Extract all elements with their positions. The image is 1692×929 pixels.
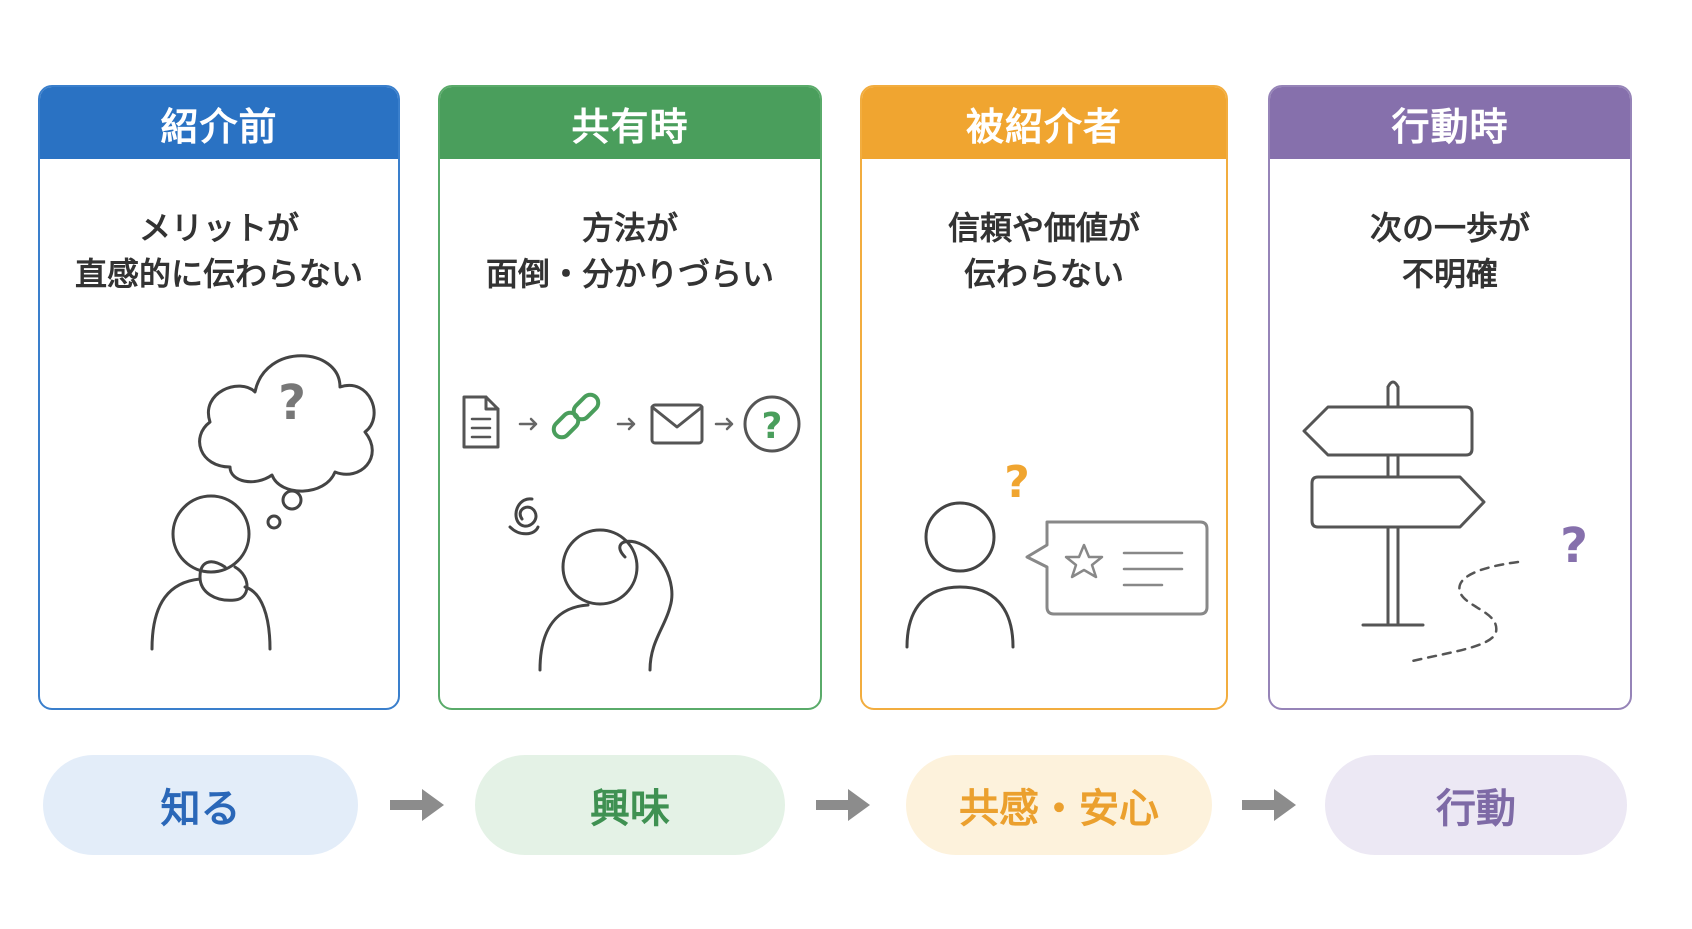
signpost-icon: ?: [1302, 380, 1588, 664]
share-flow-illustration: ?: [462, 392, 801, 672]
confused-person-icon: [508, 497, 674, 672]
flow-arrow-icon: [390, 789, 444, 821]
arrow-icon: [714, 417, 734, 431]
stage-problem-text: メリットが 直感的に伝わらない: [40, 205, 398, 297]
stage-title: 被紹介者: [862, 87, 1226, 159]
flow-arrow-icon: [816, 789, 870, 821]
referred-person-illustration: ?: [905, 457, 1209, 649]
mail-icon: [650, 403, 704, 445]
problem-line: メリットが: [138, 209, 299, 247]
flow-step-know: 知る: [43, 755, 358, 855]
flow-step-action: 行動: [1325, 755, 1627, 855]
problem-line: 方法が: [581, 209, 678, 247]
svg-text:?: ?: [762, 406, 783, 447]
flow-arrow-icon: [1242, 789, 1296, 821]
problem-line: 伝わらない: [963, 255, 1124, 293]
stage-title: 行動時: [1270, 87, 1630, 159]
problem-line: 次の一歩が: [1369, 209, 1530, 247]
stage-problem-text: 方法が 面倒・分かりづらい: [440, 205, 820, 297]
question-mark-icon: ?: [1004, 457, 1030, 508]
problem-line: 不明確: [1401, 255, 1498, 293]
arrow-icon: [616, 417, 636, 431]
stage-problem-text: 信頼や価値が 伝わらない: [862, 205, 1226, 297]
review-bubble-icon: [1025, 520, 1209, 616]
arrow-icon: [518, 417, 538, 431]
thinking-person-icon: ?: [150, 354, 376, 651]
person-icon: [905, 501, 1015, 649]
question-mark-icon: ?: [278, 375, 306, 431]
document-icon: [462, 395, 500, 449]
flow-step-empathy-trust: 共感・安心: [906, 755, 1212, 855]
question-mark-icon: ?: [1560, 518, 1588, 574]
flow-step-interest: 興味: [475, 755, 785, 855]
stage-card-referred-person: 被紹介者 信頼や価値が 伝わらない ?: [860, 85, 1228, 710]
question-circle-icon: ?: [743, 395, 801, 453]
stage-problem-text: 次の一歩が 不明確: [1270, 205, 1630, 297]
link-icon: [551, 392, 601, 440]
problem-line: 面倒・分かりづらい: [485, 255, 774, 293]
stage-card-action: 行動時 次の一歩が 不明確 ?: [1268, 85, 1632, 710]
problem-line: 直感的に伝わらない: [74, 255, 363, 293]
stage-card-sharing: 共有時 方法が 面倒・分かりづらい ?: [438, 85, 822, 710]
stage-card-before-referral: 紹介前 メリットが 直感的に伝わらない ?: [38, 85, 400, 710]
stage-title: 紹介前: [40, 87, 398, 159]
problem-line: 信頼や価値が: [947, 209, 1140, 247]
stage-title: 共有時: [440, 87, 820, 159]
